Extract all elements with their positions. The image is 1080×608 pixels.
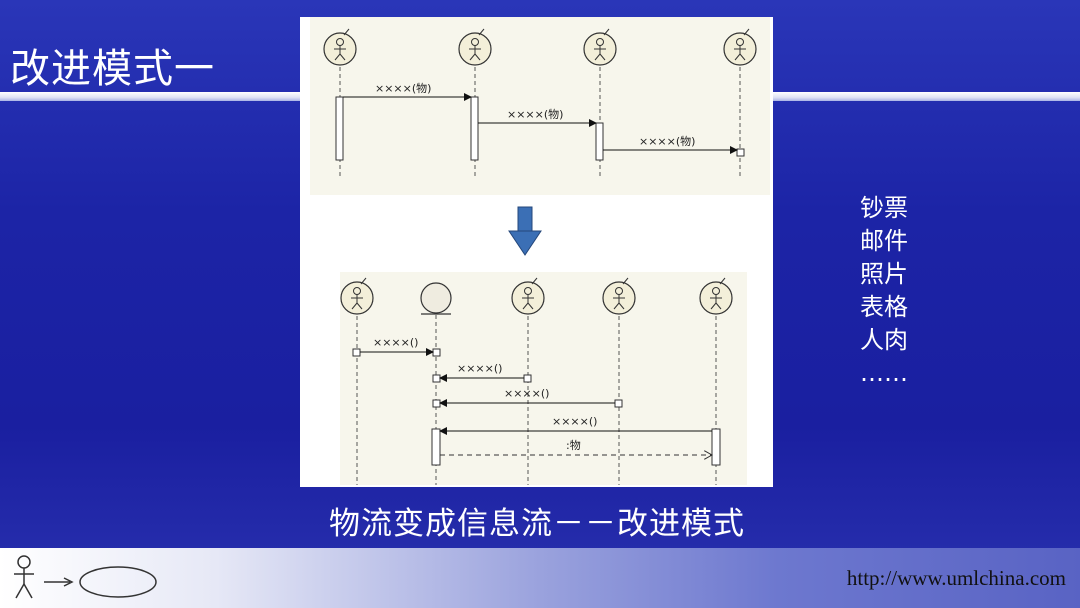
top-lifeline-3 [583,28,617,177]
figure-caption: 物流变成信息流－－改进模式 [329,506,745,542]
down-arrow-icon [508,206,542,256]
top-diagram-panel [310,17,770,195]
side-list-item: 人肉 [860,326,908,354]
message-label: ××××() [504,387,549,400]
top-message-3: ××××(物) [603,134,738,154]
bottom-message-4: ××××() [439,415,712,435]
bottom-lifeline-5 [699,277,733,485]
top-lifeline-1 [323,28,357,177]
bottom-return-message: :物 [440,438,712,455]
uml-logo-icon [14,555,157,599]
message-label: ××××() [373,336,418,349]
message-label: ××××(物) [507,107,563,121]
side-list-item: 钞票 [860,194,908,222]
top-message-1: ××××(物) [343,81,472,101]
footer-bar: http://www.umlchina.com [0,548,1080,608]
message-label: ××××(物) [639,134,695,148]
side-list: 钞票 邮件 照片 表格 人肉 …… [860,192,908,390]
entity-icon [420,282,452,314]
footer-url: http://www.umlchina.com [846,566,1066,590]
message-label: ××××() [552,415,597,428]
side-list-item: 照片 [860,260,908,288]
message-label: ××××() [457,362,502,375]
slide-title: 改进模式一 [10,46,215,92]
top-message-2: ××××(物) [478,107,597,127]
bottom-diagram-panel [340,272,747,485]
bottom-message-1: ××××() [360,336,434,356]
message-label: :物 [566,438,581,452]
top-lifeline-2 [458,28,492,177]
sequence-diagram-svg: ××××(物) ××××(物) ××××(物) [310,17,770,485]
message-label: ××××(物) [375,81,431,95]
bottom-message-2: ××××() [439,362,524,382]
side-list-item: …… [860,359,908,387]
side-list-item: 邮件 [860,227,908,255]
bottom-message-3: ××××() [439,387,615,407]
side-list-item: 表格 [860,293,908,321]
sequence-diagram-figure: ××××(物) ××××(物) ××××(物) [300,17,773,487]
bottom-lifeline-2 [420,282,452,485]
